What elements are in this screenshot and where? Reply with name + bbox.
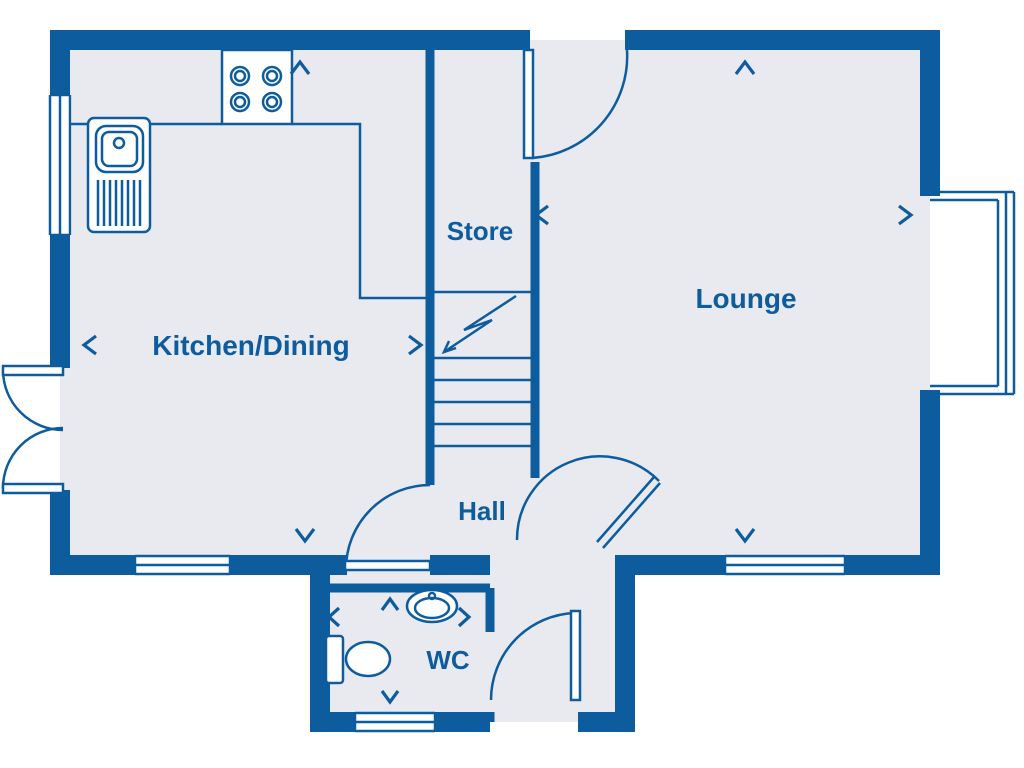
store-label: Store bbox=[447, 216, 513, 246]
chevron-left-icon bbox=[326, 606, 341, 628]
chevron-down-icon bbox=[294, 528, 316, 544]
lounge-label: Lounge bbox=[695, 283, 796, 314]
chevron-down-icon bbox=[734, 528, 756, 544]
chevron-down-icon bbox=[380, 690, 400, 705]
kitchen-door bbox=[343, 483, 432, 572]
chevron-up-icon bbox=[380, 596, 400, 611]
kitchen-window bbox=[48, 93, 72, 237]
basin-icon bbox=[405, 588, 459, 624]
front-door bbox=[522, 48, 629, 160]
chevron-right-icon bbox=[408, 334, 424, 356]
stairs-icon bbox=[434, 290, 531, 448]
dining-window bbox=[133, 554, 232, 576]
wc-fittings bbox=[324, 588, 459, 685]
chevron-right-icon bbox=[457, 606, 472, 628]
lounge-door bbox=[515, 455, 661, 549]
chevron-up-icon bbox=[734, 59, 756, 75]
hall-label: Hall bbox=[458, 496, 506, 526]
exterior-walls bbox=[50, 30, 940, 732]
wc-label: WC bbox=[426, 645, 470, 675]
back-door bbox=[489, 609, 582, 702]
chevron-left-icon bbox=[81, 334, 97, 356]
lounge-window bbox=[723, 554, 847, 576]
wc-window bbox=[353, 711, 437, 733]
sink-icon bbox=[86, 116, 152, 234]
direction-markers bbox=[81, 59, 914, 705]
cooker-hob-icon bbox=[220, 48, 294, 126]
doors bbox=[1, 48, 661, 702]
windows bbox=[48, 93, 1016, 733]
chevron-left-icon bbox=[533, 204, 549, 226]
toilet-icon bbox=[324, 634, 392, 685]
chevron-up-icon bbox=[289, 59, 311, 75]
kitchen-fittings bbox=[70, 48, 430, 300]
kitchen-dining-label: Kitchen/Dining bbox=[152, 330, 350, 361]
room-labels: Kitchen/Dining Store Lounge Hall WC bbox=[152, 216, 796, 675]
bay-window bbox=[930, 190, 1016, 396]
chevron-right-icon bbox=[898, 204, 914, 226]
french-doors bbox=[1, 364, 65, 495]
